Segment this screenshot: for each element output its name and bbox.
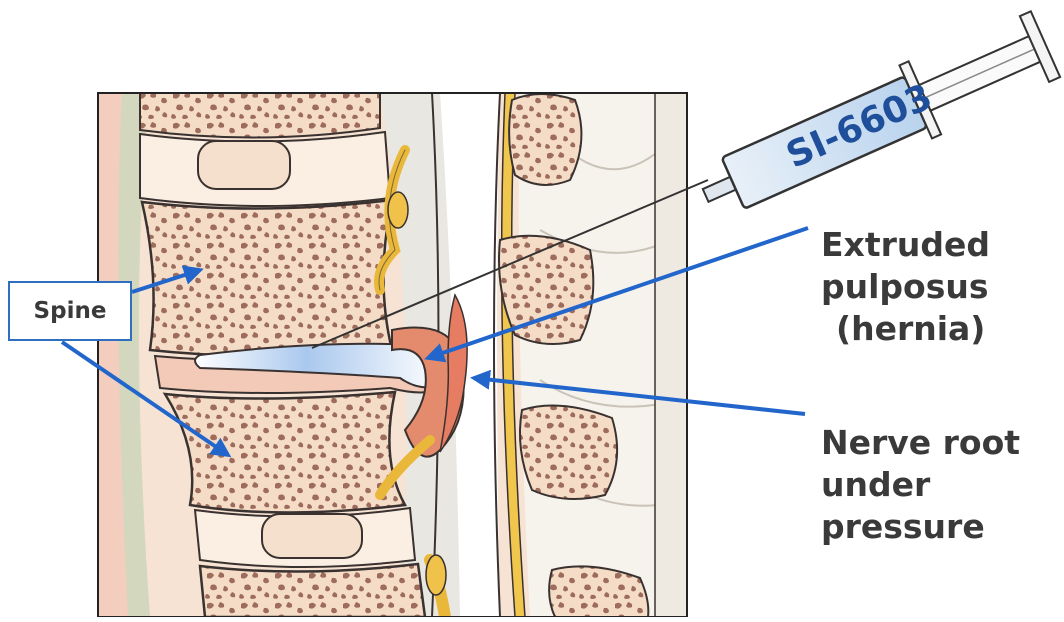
nerve-label-line1: Nerve root — [821, 422, 1020, 464]
nerve-label-line2: under — [821, 464, 1020, 506]
hernia-label-line2: pulposus — [821, 266, 990, 308]
spine-label-box: Spine — [8, 281, 132, 341]
hernia-label-line3: (hernia) — [821, 308, 990, 350]
nerve-label-line3: pressure — [821, 506, 1020, 548]
spine-label: Spine — [34, 298, 107, 324]
anatomy-panel — [98, 93, 687, 617]
hernia-label: Extruded pulposus (hernia) — [821, 224, 990, 350]
nerve-label: Nerve root under pressure — [821, 422, 1020, 548]
hernia-label-line1: Extruded — [821, 224, 990, 266]
